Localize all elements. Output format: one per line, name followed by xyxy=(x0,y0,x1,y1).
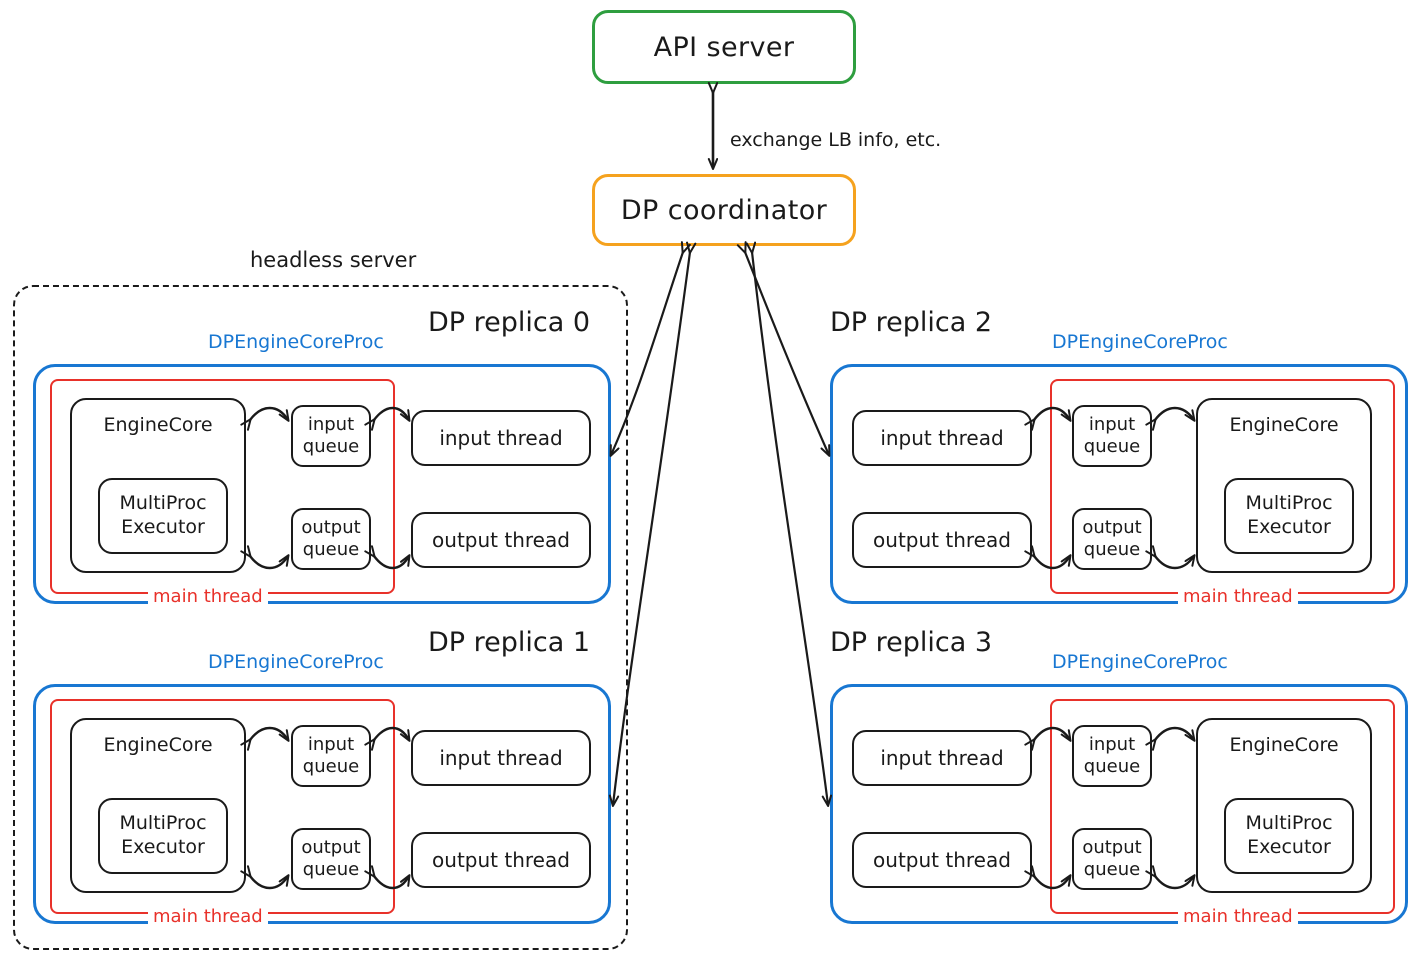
replica-0-inq-line1: input xyxy=(307,414,355,436)
replica-3-title: DP replica 3 xyxy=(830,627,993,658)
replica-1-mpe-line1: MultiProc xyxy=(119,812,207,835)
replica-1-title: DP replica 1 xyxy=(428,627,591,658)
replica-3-output-thread[interactable]: output thread xyxy=(852,832,1032,888)
replica-0-input-thread[interactable]: input thread xyxy=(411,410,591,466)
replica-2-output-thread-label: output thread xyxy=(873,528,1011,552)
headless-server-label: headless server xyxy=(250,248,417,272)
replica-0-multiproc-executor[interactable]: MultiProc Executor xyxy=(98,478,228,554)
replica-1-output-thread-label: output thread xyxy=(432,848,570,872)
replica-0-output-queue[interactable]: output queue xyxy=(291,508,371,570)
replica-1-input-queue[interactable]: input queue xyxy=(291,725,371,787)
replica-0-output-thread-label: output thread xyxy=(432,528,570,552)
replica-0-title: DP replica 0 xyxy=(428,307,591,338)
api-server-node[interactable]: API server xyxy=(592,10,856,84)
arrow-coordinator-replica-3 xyxy=(745,241,833,807)
replica-2-title: DP replica 2 xyxy=(830,307,993,338)
replica-3-outq-line2: queue xyxy=(1083,859,1141,880)
replica-3-engine-core-label: EngineCore xyxy=(1229,734,1339,756)
replica-3-inq-line1: input xyxy=(1088,734,1136,756)
replica-0-engine-core[interactable]: EngineCore MultiProc Executor xyxy=(70,398,246,573)
replica-2-engine-core-label: EngineCore xyxy=(1229,414,1339,436)
replica-1-mpe-line2: Executor xyxy=(121,836,205,858)
replica-0-mpe-line2: Executor xyxy=(121,516,205,538)
replica-0-engine-core-label: EngineCore xyxy=(103,414,213,436)
replica-2-output-thread[interactable]: output thread xyxy=(852,512,1032,568)
replica-3-mpe-line2: Executor xyxy=(1247,836,1331,858)
replica-2-proc-label: DPEngineCoreProc xyxy=(1052,331,1228,353)
replica-1-outq-line1: output xyxy=(301,837,361,859)
replica-0-main-thread-label: main thread xyxy=(148,586,268,607)
replica-2-input-thread[interactable]: input thread xyxy=(852,410,1032,466)
replica-2-input-queue[interactable]: input queue xyxy=(1072,405,1152,467)
replica-0-proc-label: DPEngineCoreProc xyxy=(208,331,384,353)
replica-2-output-queue[interactable]: output queue xyxy=(1072,508,1152,570)
replica-2-outq-line1: output xyxy=(1082,517,1142,539)
replica-3-input-thread-label: input thread xyxy=(880,746,1004,770)
replica-2-outq-line2: queue xyxy=(1083,539,1141,560)
replica-1-engine-core[interactable]: EngineCore MultiProc Executor xyxy=(70,718,246,893)
replica-3-output-thread-label: output thread xyxy=(873,848,1011,872)
replica-0-output-thread[interactable]: output thread xyxy=(411,512,591,568)
dp-coordinator-label: DP coordinator xyxy=(620,194,828,226)
replica-2-multiproc-executor[interactable]: MultiProc Executor xyxy=(1224,478,1354,554)
dp-coordinator-node[interactable]: DP coordinator xyxy=(592,174,856,246)
replica-0-mpe-line1: MultiProc xyxy=(119,492,207,515)
replica-3-main-thread-label: main thread xyxy=(1178,906,1298,927)
replica-3-multiproc-executor[interactable]: MultiProc Executor xyxy=(1224,798,1354,874)
exchange-lb-info-label: exchange LB info, etc. xyxy=(730,129,942,151)
replica-3-proc-label: DPEngineCoreProc xyxy=(1052,651,1228,673)
arrow-coordinator-replica-2 xyxy=(736,241,831,457)
replica-1-outq-line2: queue xyxy=(302,859,360,880)
replica-1-output-thread[interactable]: output thread xyxy=(411,832,591,888)
replica-1-main-thread-label: main thread xyxy=(148,906,268,927)
replica-3-input-thread[interactable]: input thread xyxy=(852,730,1032,786)
replica-0-inq-line2: queue xyxy=(302,436,360,457)
replica-0-input-thread-label: input thread xyxy=(439,426,563,450)
replica-2-engine-core[interactable]: EngineCore MultiProc Executor xyxy=(1196,398,1372,573)
api-server-label: API server xyxy=(653,31,795,63)
replica-1-inq-line2: queue xyxy=(302,756,360,777)
replica-3-inq-line2: queue xyxy=(1083,756,1141,777)
replica-2-inq-line2: queue xyxy=(1083,436,1141,457)
replica-1-input-thread-label: input thread xyxy=(439,746,563,770)
replica-3-mpe-line1: MultiProc xyxy=(1245,812,1333,835)
replica-3-engine-core[interactable]: EngineCore MultiProc Executor xyxy=(1196,718,1372,893)
replica-2-mpe-line1: MultiProc xyxy=(1245,492,1333,515)
replica-1-output-queue[interactable]: output queue xyxy=(291,828,371,890)
replica-0-input-queue[interactable]: input queue xyxy=(291,405,371,467)
replica-3-input-queue[interactable]: input queue xyxy=(1072,725,1152,787)
replica-2-main-thread-label: main thread xyxy=(1178,586,1298,607)
replica-2-input-thread-label: input thread xyxy=(880,426,1004,450)
replica-1-multiproc-executor[interactable]: MultiProc Executor xyxy=(98,798,228,874)
replica-0-outq-line1: output xyxy=(301,517,361,539)
replica-2-mpe-line2: Executor xyxy=(1247,516,1331,538)
replica-1-proc-label: DPEngineCoreProc xyxy=(208,651,384,673)
replica-1-inq-line1: input xyxy=(307,734,355,756)
replica-1-engine-core-label: EngineCore xyxy=(103,734,213,756)
replica-3-outq-line1: output xyxy=(1082,837,1142,859)
replica-1-input-thread[interactable]: input thread xyxy=(411,730,591,786)
replica-2-inq-line1: input xyxy=(1088,414,1136,436)
replica-3-output-queue[interactable]: output queue xyxy=(1072,828,1152,890)
replica-0-outq-line2: queue xyxy=(302,539,360,560)
